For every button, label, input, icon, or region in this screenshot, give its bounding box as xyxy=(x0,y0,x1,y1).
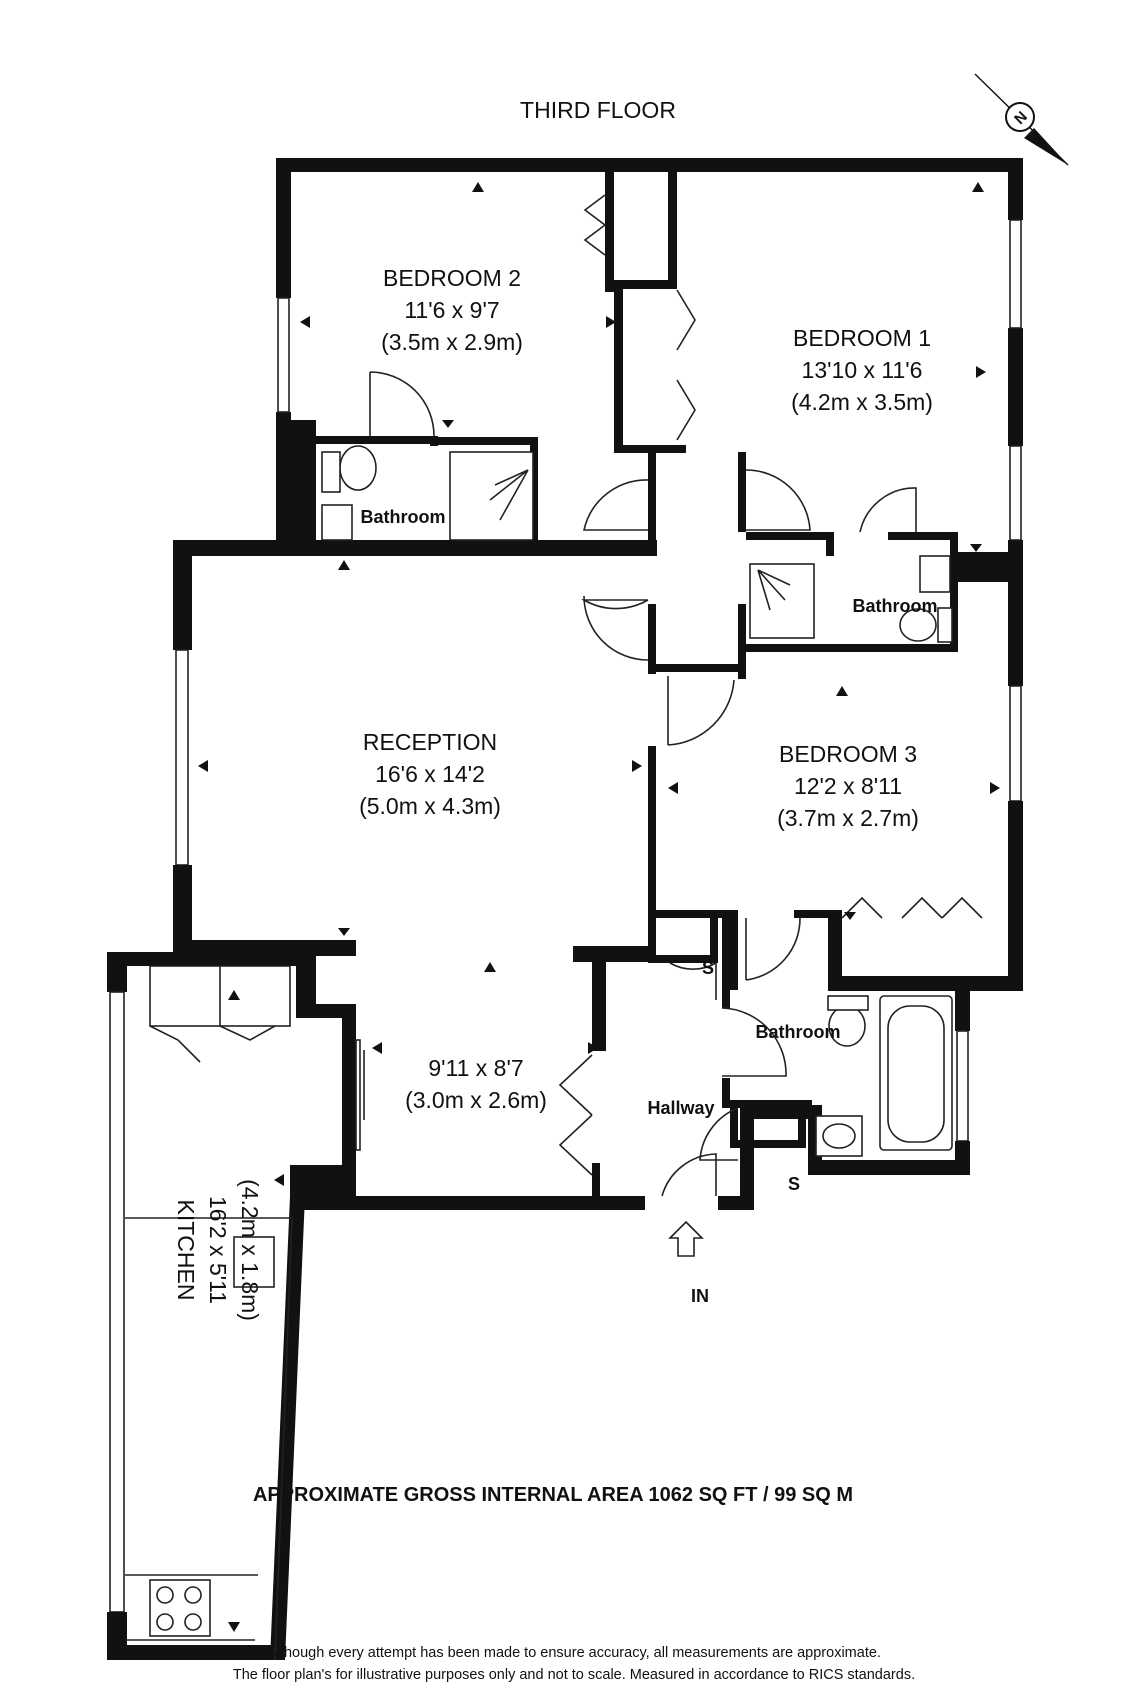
room-bathroom-a: Bathroom xyxy=(361,507,446,527)
room-name: RECEPTION xyxy=(363,729,497,755)
room-bathroom-c: Bathroom xyxy=(756,1022,841,1042)
room-size-imperial: 11'6 x 9'7 xyxy=(404,297,499,323)
disclaimer-line-2: The floor plan's for illustrative purpos… xyxy=(233,1667,915,1683)
room-size-imperial: 12'2 x 8'11 xyxy=(794,773,902,799)
room-dining: 9'11 x 8'7 (3.0m x 2.6m) xyxy=(405,1055,547,1113)
room-size-imperial: 16'6 x 14'2 xyxy=(375,761,485,787)
room-size-metric: (3.5m x 2.9m) xyxy=(381,329,523,355)
room-name: BEDROOM 2 xyxy=(383,265,521,291)
room-bathroom-b: Bathroom xyxy=(853,596,938,616)
toilet-icon xyxy=(339,445,377,491)
room-name: BEDROOM 1 xyxy=(793,325,931,351)
room-size-metric: (4.2m x 3.5m) xyxy=(791,389,933,415)
room-size-metric: (3.7m x 2.7m) xyxy=(777,805,919,831)
doors xyxy=(149,194,983,1197)
north-compass-icon: N xyxy=(974,73,1069,166)
basin-icon xyxy=(321,504,353,541)
walls xyxy=(107,158,1023,1660)
room-bedroom-2: BEDROOM 2 11'6 x 9'7 (3.5m x 2.9m) xyxy=(381,265,523,355)
room-size-imperial: 16'2 x 5'11 xyxy=(205,1196,231,1304)
room-name: KITCHEN xyxy=(173,1200,199,1301)
fixtures xyxy=(125,445,953,1661)
room-bedroom-3: BEDROOM 3 12'2 x 8'11 (3.7m x 2.7m) xyxy=(777,741,919,831)
room-store-a: S xyxy=(702,958,714,978)
room-name: BEDROOM 3 xyxy=(779,741,917,767)
shower-icon xyxy=(449,451,534,541)
room-hallway: Hallway xyxy=(647,1098,714,1118)
bath-icon xyxy=(879,995,953,1151)
gross-internal-area: APPROXIMATE GROSS INTERNAL AREA 1062 SQ … xyxy=(253,1484,853,1506)
toilet-icon xyxy=(899,608,937,642)
room-size-imperial: 9'11 x 8'7 xyxy=(428,1055,523,1081)
entrance-label: IN xyxy=(691,1286,709,1306)
sink-icon xyxy=(233,1236,275,1288)
room-kitchen: KITCHEN 16'2 x 5'11 (4.2m x 1.8m) xyxy=(173,1179,263,1321)
room-bedroom-1: BEDROOM 1 13'10 x 11'6 (4.2m x 3.5m) xyxy=(791,325,933,415)
room-size-metric: (3.0m x 2.6m) xyxy=(405,1087,547,1113)
room-size-metric: (5.0m x 4.3m) xyxy=(359,793,501,819)
basin-icon xyxy=(919,555,951,593)
internal-walls xyxy=(149,172,958,1208)
room-reception: RECEPTION 16'6 x 14'2 (5.0m x 4.3m) xyxy=(359,729,501,819)
room-size-imperial: 13'10 x 11'6 xyxy=(802,357,923,383)
entrance-arrow-icon xyxy=(668,1220,704,1257)
room-size-metric: (4.2m x 1.8m) xyxy=(237,1179,263,1321)
room-store-b: S xyxy=(788,1174,800,1194)
disclaimer-line-1: Although every attempt has been made to … xyxy=(267,1645,881,1661)
dimension-markers xyxy=(198,182,1000,1632)
floor-title: THIRD FLOOR xyxy=(520,97,676,123)
